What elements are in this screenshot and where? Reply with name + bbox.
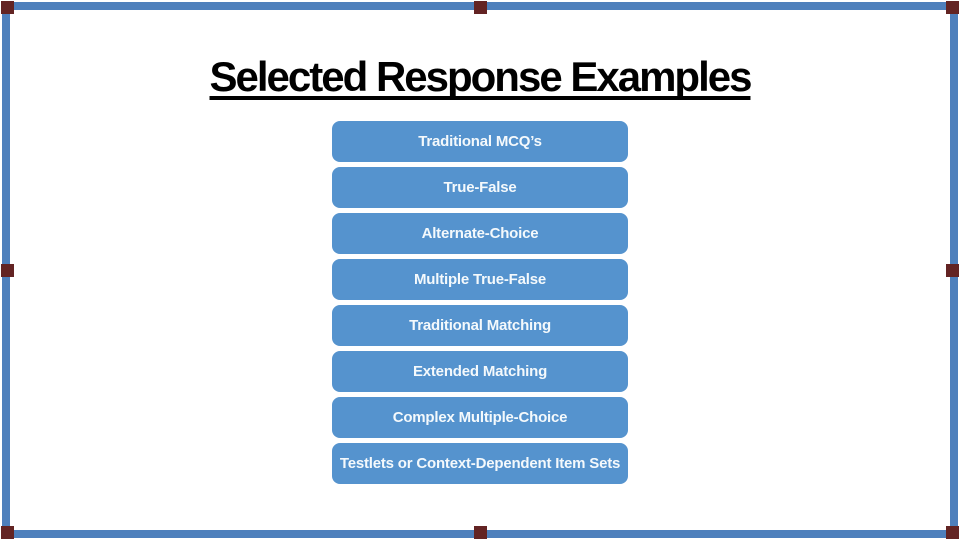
slide-title: Selected Response Examples bbox=[209, 53, 753, 100]
list-item-alternate-choice: Alternate-Choice bbox=[332, 213, 628, 254]
frame-square-bottom-center bbox=[473, 526, 487, 539]
smartart-box-list: Traditional MCQ’s True-False Alternate-C… bbox=[332, 121, 628, 489]
list-item-traditional-matching: Traditional Matching bbox=[332, 305, 628, 346]
list-item-extended-matching: Extended Matching bbox=[332, 351, 628, 392]
frame-square-bottom-left bbox=[1, 526, 14, 539]
list-item-complex-multiple-choice: Complex Multiple-Choice bbox=[332, 397, 628, 438]
frame-square-top-center bbox=[473, 1, 487, 14]
list-item-multiple-true-false: Multiple True-False bbox=[332, 259, 628, 300]
frame-square-middle-left bbox=[1, 263, 14, 277]
frame-square-bottom-right bbox=[946, 526, 959, 539]
list-item-testlets: Testlets or Context-Dependent Item Sets bbox=[332, 443, 628, 484]
list-item-true-false: True-False bbox=[332, 167, 628, 208]
frame-square-top-right bbox=[946, 1, 959, 14]
frame-square-middle-right bbox=[946, 263, 959, 277]
list-item-traditional-mcqs: Traditional MCQ’s bbox=[332, 121, 628, 162]
frame-square-top-left bbox=[1, 1, 14, 14]
